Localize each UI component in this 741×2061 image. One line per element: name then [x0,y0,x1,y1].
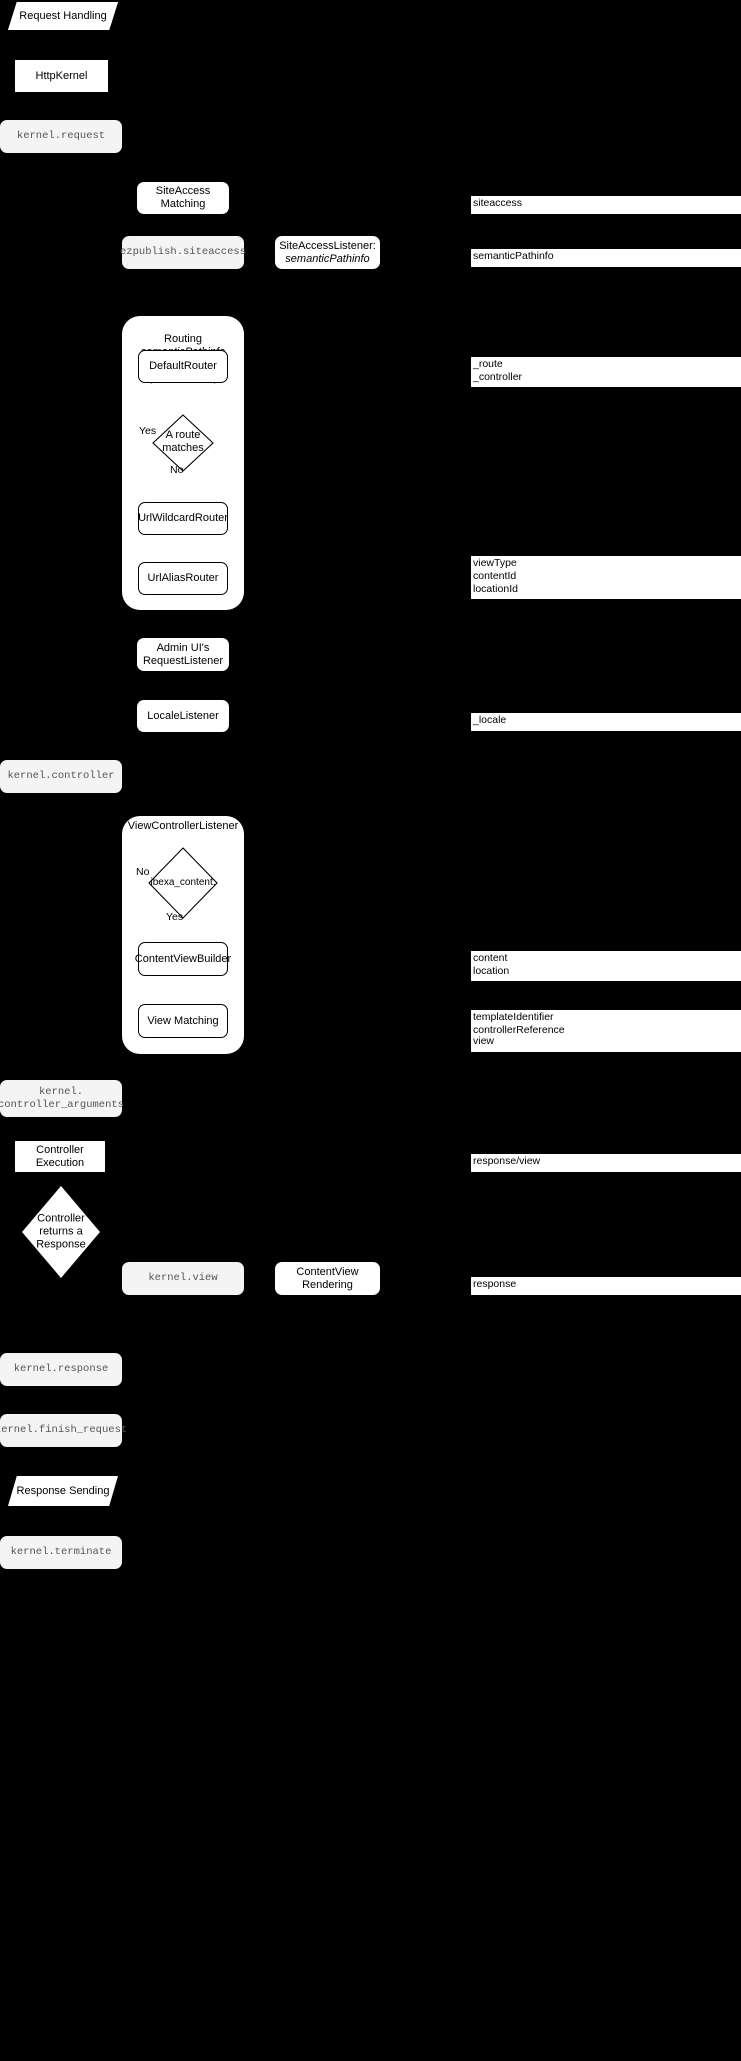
node-view-matching-label: View Matching [147,1014,219,1027]
attr-viewtype-contentid-locationid: viewType contentId locationId [471,556,741,599]
event-kernel-terminate: kernel.terminate [0,1536,122,1569]
node-default-router: DefaultRouter [138,350,228,383]
attr-content-location: content location [471,951,741,981]
attr-semanticpathinfo: semanticPathinfo [471,249,741,267]
attr-response-view: response/view [471,1154,741,1172]
node-siteaccess-listener-line2: semanticPathinfo [285,252,370,265]
banner-response-sending-text: Response Sending [16,1484,110,1497]
edge-label-ibexa-no: No [136,866,150,878]
group-view-controller-listener-title: ViewControllerListener [127,820,239,832]
event-kernel-controller-arguments-label: kernel. controller_arguments [0,1085,125,1111]
node-siteaccess-listener: SiteAccessListener: semanticPathinfo [275,236,380,269]
node-locale-listener-label: LocaleListener [147,709,219,722]
node-admin-ui-request-listener: Admin UI's RequestListener [137,638,229,671]
event-kernel-finish-request: kernel.finish_request [0,1414,127,1447]
edge-label-ibexa-yes: Yes [166,911,184,923]
decision-controller-returns-response: Controller returns a Response [22,1186,100,1278]
node-content-view-builder-label: ContentViewBuilder [134,952,232,965]
banner-response-sending: Response Sending [8,1476,118,1506]
group-routing-title-prefix: Routing [164,333,202,345]
event-kernel-controller: kernel.controller [0,760,122,793]
node-siteaccess-listener-line1: SiteAccessListener: [279,239,376,252]
event-kernel-view: kernel.view [122,1262,244,1295]
edge-label-route-no: No [170,464,184,476]
node-siteaccess-matching: SiteAccess Matching [137,182,229,214]
node-url-alias-router-label: UrlAliasRouter [147,572,219,584]
node-url-wildcard-router: UrlWildcardRouter [138,502,228,535]
event-kernel-controller-label: kernel.controller [7,770,115,782]
decision-route-matches: A route matches [152,414,214,472]
node-content-view-builder: ContentViewBuilder [134,942,232,976]
node-view-matching: View Matching [138,1004,228,1038]
edge-label-route-yes: Yes [139,425,157,437]
node-admin-ui-request-listener-label: Admin UI's RequestListener [142,641,224,667]
event-kernel-response-label: kernel.response [13,1363,109,1375]
attr-view: view [471,1034,741,1052]
decision-route-matches-label: A route matches [162,429,204,454]
event-kernel-request-label: kernel.request [16,130,106,142]
node-siteaccess-matching-label: SiteAccess Matching [155,185,211,210]
banner-request-handling-label: Request Handling [8,2,118,30]
attr-locale: _locale [471,713,741,731]
decision-controller-returns-response-label: Controller returns a Response [36,1212,86,1251]
node-locale-listener: LocaleListener [137,700,229,732]
node-default-router-label: DefaultRouter [149,360,217,372]
node-contentview-rendering: ContentView Rendering [275,1262,380,1295]
node-http-kernel: HttpKernel [15,60,108,92]
event-kernel-terminate-label: kernel.terminate [10,1546,112,1558]
node-url-alias-router: UrlAliasRouter [138,562,228,595]
attr-siteaccess: siteaccess [471,196,741,214]
node-http-kernel-label: HttpKernel [35,69,88,82]
event-kernel-response: kernel.response [0,1353,122,1386]
node-controller-execution: Controller Execution [15,1141,105,1172]
decision-ibexa-content: ibexa_content: [148,847,218,919]
event-kernel-controller-arguments: kernel. controller_arguments [0,1080,125,1117]
decision-ibexa-content-label: ibexa_content: [150,877,216,888]
attr-route-controller: _route _controller [471,357,741,387]
node-controller-execution-label: Controller Execution [35,1143,85,1169]
attr-response: response [471,1277,741,1295]
banner-request-handling-text: Request Handling [19,9,107,22]
event-kernel-request: kernel.request [0,120,122,153]
event-ezpublish-siteaccess-label: ezpublish.siteaccess [119,246,247,258]
node-contentview-rendering-label: ContentView Rendering [296,1265,359,1291]
event-kernel-finish-request-label: kernel.finish_request [0,1424,128,1436]
event-ezpublish-siteaccess: ezpublish.siteaccess [119,236,247,269]
event-kernel-view-label: kernel.view [148,1272,218,1284]
node-url-wildcard-router-label: UrlWildcardRouter [138,512,228,524]
